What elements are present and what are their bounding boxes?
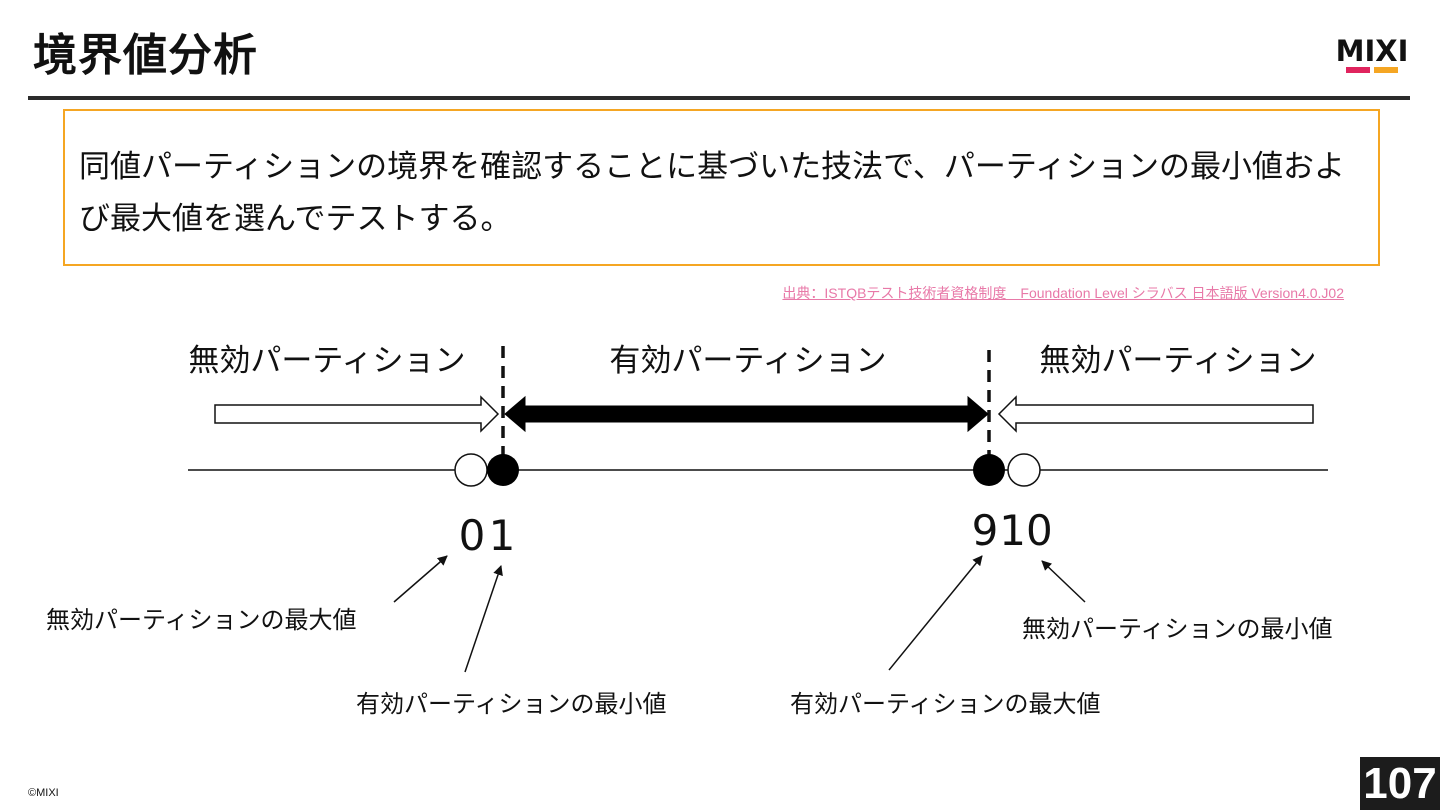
label-invalid-right: 無効パーティション bbox=[1039, 343, 1316, 379]
value-9: 9 bbox=[972, 506, 999, 555]
logo-text: MIXI bbox=[1335, 34, 1409, 68]
pointer-invalid-min bbox=[1041, 560, 1086, 603]
mixi-logo: MIXI bbox=[1332, 36, 1412, 76]
logo-bar-orange bbox=[1374, 67, 1398, 73]
value-0: 0 bbox=[459, 511, 486, 560]
arrow-valid-center bbox=[504, 395, 989, 433]
callout-valid-min: 有効パーティションの最小値 bbox=[356, 690, 667, 718]
point-10-open bbox=[1007, 453, 1041, 487]
page-title: 境界値分析 bbox=[33, 30, 258, 81]
callout-invalid-max: 無効パーティションの最大値 bbox=[46, 606, 357, 634]
pointer-invalid-max bbox=[393, 555, 448, 603]
point-9-closed bbox=[973, 454, 1005, 486]
definition-text: 同値パーティションの境界を確認することに基づいた技法で、パーティションの最小値お… bbox=[79, 149, 1346, 237]
callout-valid-max: 有効パーティションの最大値 bbox=[790, 690, 1101, 718]
pointer-valid-min bbox=[464, 565, 503, 673]
value-10: 10 bbox=[999, 506, 1052, 555]
source-link[interactable]: 出典：ISTQBテスト技術者資格制度 Foundation Level シラバス… bbox=[782, 285, 1344, 301]
arrow-invalid-right bbox=[997, 395, 1314, 433]
pointer-valid-max bbox=[888, 555, 983, 671]
definition-box: 同値パーティションの境界を確認することに基づいた技法で、パーティションの最小値お… bbox=[63, 109, 1380, 266]
logo-bar-pink bbox=[1346, 67, 1370, 73]
arrow-invalid-left bbox=[214, 395, 500, 433]
callout-invalid-min: 無効パーティションの最小値 bbox=[1022, 615, 1333, 643]
label-invalid-left: 無効パーティション bbox=[188, 343, 465, 379]
page-number: 107 bbox=[1360, 757, 1440, 810]
label-valid-center: 有効パーティション bbox=[609, 343, 886, 379]
title-divider bbox=[28, 96, 1410, 100]
value-1: 1 bbox=[489, 511, 516, 560]
point-1-closed bbox=[487, 454, 519, 486]
point-0-open bbox=[454, 453, 488, 487]
copyright: ©MIXI bbox=[28, 787, 59, 799]
